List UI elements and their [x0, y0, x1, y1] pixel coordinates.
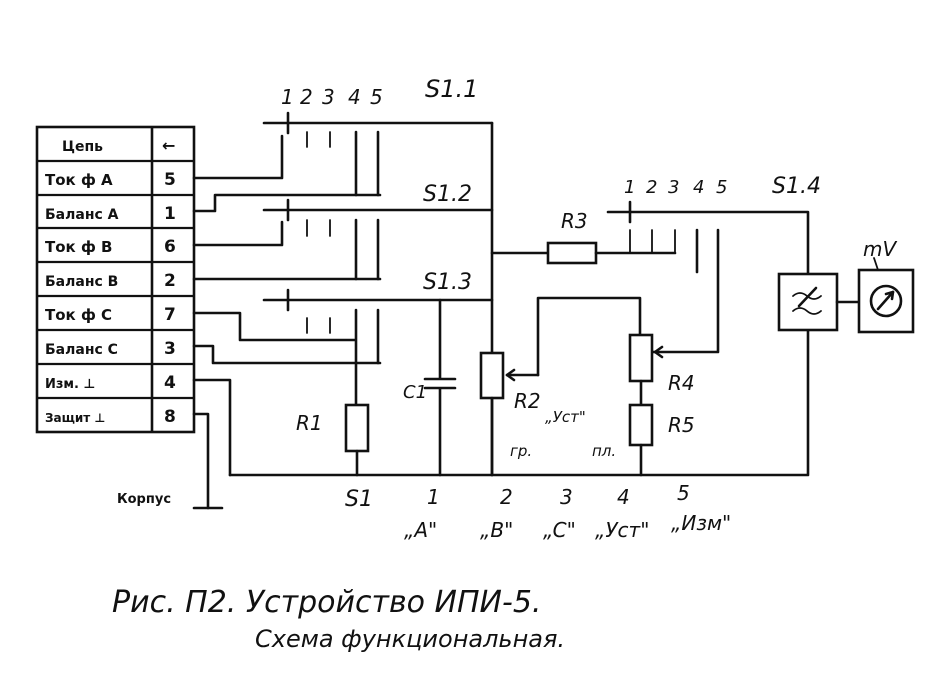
table-row-pin: 5 [164, 170, 176, 190]
mode-name: „Изм" [671, 511, 731, 535]
position-label: 4 [693, 177, 704, 198]
table-row-circuit: Баланс A [45, 207, 119, 223]
mode-name: „Уст" [595, 518, 649, 542]
position-label: 2 [300, 85, 313, 109]
resistor-r3 [490, 241, 677, 265]
mode-name: „B" [480, 518, 513, 542]
component-label: R3 [561, 209, 588, 233]
table-row-circuit: Ток ф B [45, 238, 112, 256]
switch-s1-4 [606, 200, 810, 354]
switch-label: S1.2 [423, 182, 472, 207]
table-row-circuit: Защит ⊥ [45, 411, 105, 425]
mode-row: S1 1 2 3 4 5 „A" „B" „C" „Уст" „Изм" [345, 481, 731, 542]
ground-bus [228, 328, 810, 477]
position-label: 1 [624, 177, 635, 198]
capacitor-c1 [423, 298, 457, 477]
rectifier-block [777, 272, 861, 332]
table-header-pin: ← [162, 136, 175, 155]
switch-label: S1.4 [772, 174, 821, 199]
mode-number: 4 [617, 485, 630, 509]
table-row-pin: 8 [164, 407, 176, 427]
resistor-r5 [628, 403, 654, 477]
position-label: 1 [281, 85, 294, 109]
resistor-r1 [344, 403, 370, 477]
fine-label: пл. [592, 442, 616, 460]
position-label: 3 [668, 177, 679, 198]
millivoltmeter [857, 257, 915, 334]
component-label: R2 [514, 389, 541, 413]
mode-name: „C" [543, 518, 576, 542]
table-row-circuit: Ток ф A [45, 171, 113, 189]
position-label: 5 [716, 177, 727, 198]
switch-label: S1.1 [425, 75, 478, 103]
mode-number: 3 [560, 485, 573, 509]
table-row-circuit: Ток ф C [45, 306, 112, 324]
position-label: 2 [646, 177, 657, 198]
switch-s1-3 [262, 288, 494, 407]
figure-caption: Рис. П2. Устройство ИПИ-5. [112, 585, 541, 620]
connector-table: Цепь ← Ток ф A 5 Баланс A 1 Ток ф B 6 Ба… [35, 125, 196, 434]
mode-number: 5 [677, 481, 690, 505]
switch-s1-2 [262, 198, 494, 281]
switch-position-numbers: 1 2 3 4 5 1 2 3 4 5 [281, 85, 727, 198]
table-row-circuit: Изм. ⊥ [45, 377, 95, 392]
potentiometer-r4 [628, 333, 664, 407]
adjust-label: „Уст" [545, 408, 586, 426]
component-label: R1 [296, 411, 323, 435]
component-label: R4 [668, 371, 695, 395]
table-row-circuit: Баланс C [45, 342, 118, 358]
component-label: C1 [403, 382, 427, 403]
connector-wires [192, 134, 382, 510]
mode-name: „A" [404, 518, 437, 542]
table-row-pin: 4 [164, 373, 176, 393]
potentiometer-r2 [479, 296, 642, 477]
position-label: 4 [348, 85, 361, 109]
position-label: 3 [322, 85, 335, 109]
table-row-pin: 2 [164, 271, 176, 291]
position-label: 5 [370, 85, 383, 109]
table-row-circuit: Баланс B [45, 274, 118, 290]
ground-label: Корпус [117, 492, 171, 507]
component-label: R5 [668, 413, 695, 437]
mode-number: 2 [500, 485, 513, 509]
table-row-pin: 7 [164, 305, 176, 325]
figure-subcaption: Схема функциональная. [255, 625, 565, 653]
coarse-label: гр. [510, 442, 532, 460]
table-row-pin: 6 [164, 237, 176, 257]
table-row-pin: 1 [164, 204, 176, 224]
mode-switch-label: S1 [345, 487, 373, 512]
table-header-circuit: Цепь [62, 139, 103, 155]
switch-label: S1.3 [423, 270, 472, 295]
meter-unit-label: mV [863, 237, 897, 261]
mode-number: 1 [427, 485, 440, 509]
table-row-pin: 3 [164, 339, 176, 359]
switch-s1-1 [262, 111, 494, 197]
